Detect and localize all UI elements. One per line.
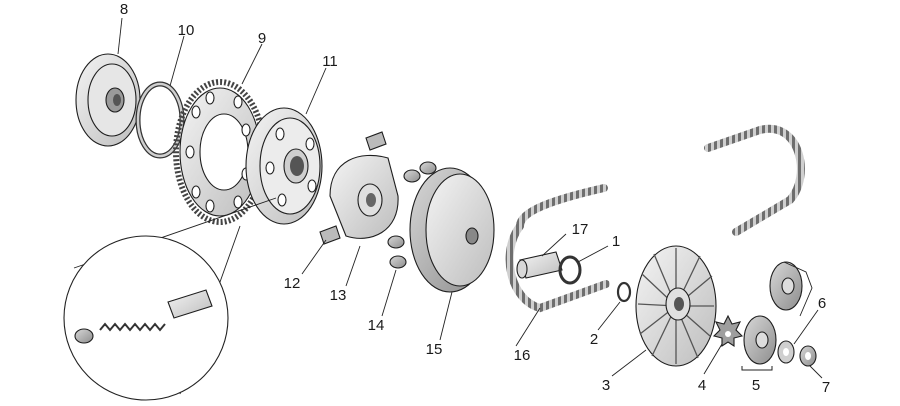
callout-16: 16	[514, 347, 531, 364]
callout-10: 10	[178, 22, 195, 39]
part-10-ring	[135, 81, 185, 159]
part-5-drive-face	[741, 261, 803, 371]
callout-5: 5	[752, 377, 760, 394]
part-15-movable-pulley	[409, 167, 495, 293]
callout-12: 12	[284, 275, 301, 292]
callout-2: 2	[590, 331, 598, 348]
callout-9: 9	[258, 30, 266, 47]
part-8-clutch-housing	[75, 53, 141, 147]
part-17-bushing	[516, 251, 563, 279]
part-7-nut	[799, 345, 817, 367]
callout-17: 17	[572, 221, 589, 238]
callout-13: 13	[330, 287, 347, 304]
part-13-ramp-plate	[329, 154, 399, 239]
spring-icon	[99, 322, 166, 332]
callout-14: 14	[368, 317, 385, 334]
callout-6: 6	[818, 295, 826, 312]
belt-detached	[704, 124, 805, 236]
callout-1: 1	[612, 233, 620, 250]
part-1-ring	[558, 255, 582, 285]
leader-lines	[117, 17, 823, 379]
part-16-belt	[505, 184, 610, 313]
part-11-clutch-plate	[245, 107, 323, 225]
callout-7: 7	[822, 379, 830, 396]
part-2-washer	[616, 281, 632, 303]
part-3-fan-pulley	[635, 245, 717, 367]
callout-11: 11	[322, 53, 338, 70]
pin-icon	[167, 289, 213, 319]
part-14-roller	[387, 161, 437, 269]
callout-15: 15	[426, 341, 443, 358]
cap-icon	[74, 328, 94, 344]
callout-8: 8	[120, 1, 128, 18]
callout-labels: 8 10 9 11 12 13 14 15 16 17 1 2 3 4 5 6 …	[120, 1, 830, 396]
callout-4: 4	[698, 377, 706, 394]
part-4-star-washer	[712, 314, 744, 348]
part-12-slider	[319, 131, 387, 245]
part-6-washer	[777, 340, 795, 364]
detail-inset	[63, 197, 277, 401]
callout-3: 3	[602, 377, 610, 394]
